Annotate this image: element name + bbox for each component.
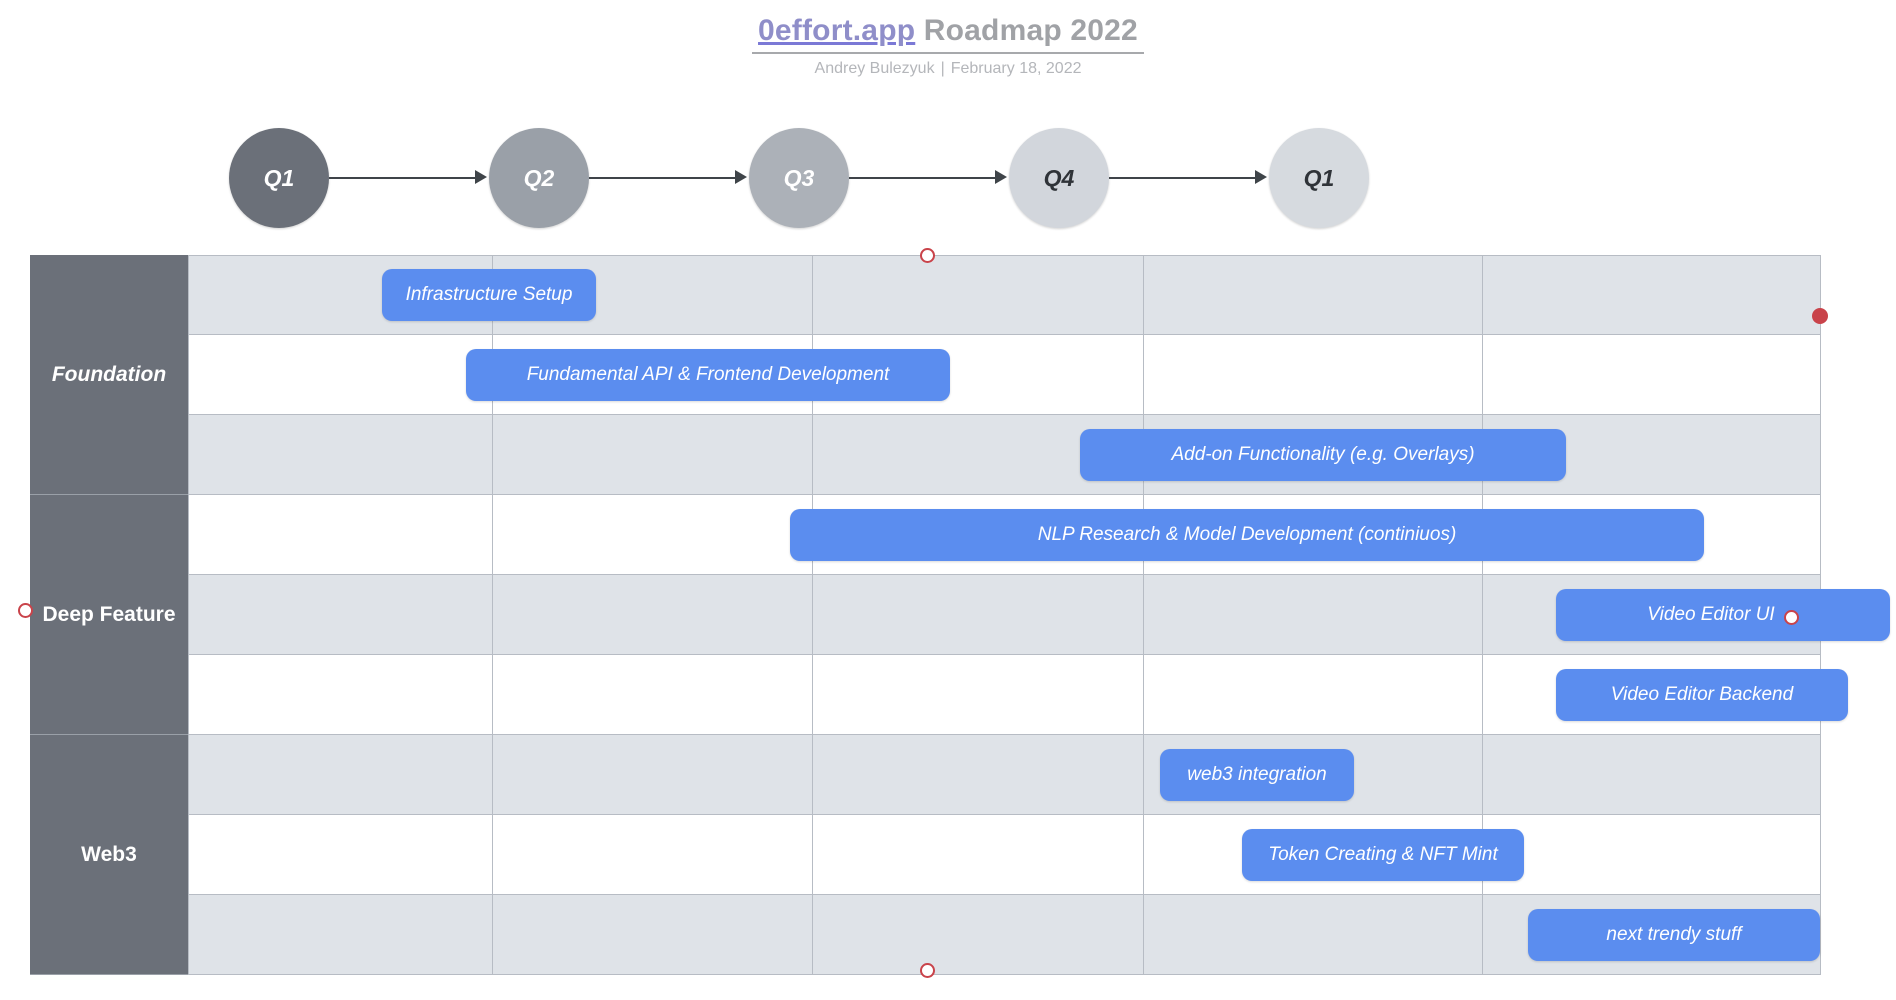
gantt-task-label: Add-on Functionality (e.g. Overlays) [1171,444,1475,465]
gantt-task-label: NLP Research & Model Development (contin… [1037,524,1457,545]
timeline-connector-3 [849,177,997,179]
resize-handle-icon[interactable] [1783,609,1799,625]
gantt-task-label: next trendy stuff [1606,924,1742,945]
gantt-column-divider-3 [812,255,813,975]
gantt-lane-label: Web3 [81,842,137,866]
timeline-node-3[interactable]: Q3 [749,128,849,228]
title-underline-group: 0effort.app Roadmap 2022 [752,14,1144,54]
timeline-node-label: Q1 [263,164,295,191]
right-handle-icon[interactable] [1812,308,1828,324]
gantt-task-label: Infrastructure Setup [405,284,573,305]
timeline-node-1[interactable]: Q1 [229,128,329,228]
publish-date: February 18, 2022 [950,60,1082,77]
page-subtitle: Andrey Bulezyuk | February 18, 2022 [0,60,1896,78]
title-text: 0effort.app Roadmap 2022 [758,14,1138,47]
quarter-timeline: Q1 Q2 Q3 Q4 Q1 [0,120,1896,230]
timeline-node-label: Q3 [783,164,815,191]
gantt-row [30,735,1820,815]
gantt-lane-header-foundation[interactable]: Foundation [30,255,188,495]
gantt-lane-label: Deep Feature [42,602,176,626]
gantt-row [30,255,1820,335]
timeline-connector-1 [329,177,477,179]
timeline-node-label: Q4 [1043,164,1075,191]
gantt-task-bar[interactable]: Fundamental API & Frontend Development [466,349,950,401]
timeline-arrow-icon [995,170,1007,184]
timeline-arrow-icon [475,170,487,184]
gantt-lane-header-web3[interactable]: Web3 [30,735,188,975]
title-suffix: Roadmap 2022 [915,14,1138,47]
subtitle-separator: | [940,60,945,77]
gantt-lane-header-deep-feature[interactable]: Deep Feature [30,495,188,735]
gantt-task-bar[interactable]: Infrastructure Setup [382,269,596,321]
gantt-task-bar[interactable]: Token Creating & NFT Mint [1242,829,1524,881]
gantt-column-divider-4 [1143,255,1144,975]
gantt-column-divider-1 [188,255,189,975]
page-title: 0effort.app Roadmap 2022 [0,14,1896,54]
bottom-handle-icon[interactable] [920,963,935,978]
title-link[interactable]: 0effort.app [758,14,916,47]
timeline-node-4[interactable]: Q4 [1009,128,1109,228]
gantt-task-label: Video Editor UI [1647,604,1775,625]
gantt-row [30,575,1820,655]
gantt-column-divider-2 [492,255,493,975]
author-name: Andrey Bulezyuk [814,60,935,77]
timeline-node-5[interactable]: Q1 [1269,128,1369,228]
timeline-arrow-icon [1255,170,1267,184]
timeline-node-label: Q2 [523,164,555,191]
top-handle-icon[interactable] [920,248,935,263]
gantt-task-label: Token Creating & NFT Mint [1268,844,1498,865]
timeline-node-label: Q1 [1303,164,1335,191]
timeline-connector-4 [1109,177,1257,179]
gantt-task-bar[interactable]: Video Editor Backend [1556,669,1848,721]
gantt-task-bar[interactable]: next trendy stuff [1528,909,1820,961]
timeline-connector-2 [589,177,737,179]
timeline-arrow-icon [735,170,747,184]
left-handle-icon[interactable] [18,603,33,618]
gantt-row [30,895,1820,975]
gantt-column-divider-5 [1482,255,1483,975]
gantt-task-bar[interactable]: Add-on Functionality (e.g. Overlays) [1080,429,1566,481]
gantt-task-bar[interactable]: Video Editor UI [1556,589,1890,641]
gantt-row [30,815,1820,895]
gantt-lane-label: Foundation [51,362,167,386]
gantt-row [30,655,1820,735]
gantt-task-label: Fundamental API & Frontend Development [526,364,890,385]
gantt-task-bar[interactable]: web3 integration [1160,749,1354,801]
timeline-node-2[interactable]: Q2 [489,128,589,228]
gantt-task-label: web3 integration [1187,764,1327,785]
gantt-task-label: Video Editor Backend [1610,684,1794,705]
gantt-task-bar[interactable]: NLP Research & Model Development (contin… [790,509,1704,561]
